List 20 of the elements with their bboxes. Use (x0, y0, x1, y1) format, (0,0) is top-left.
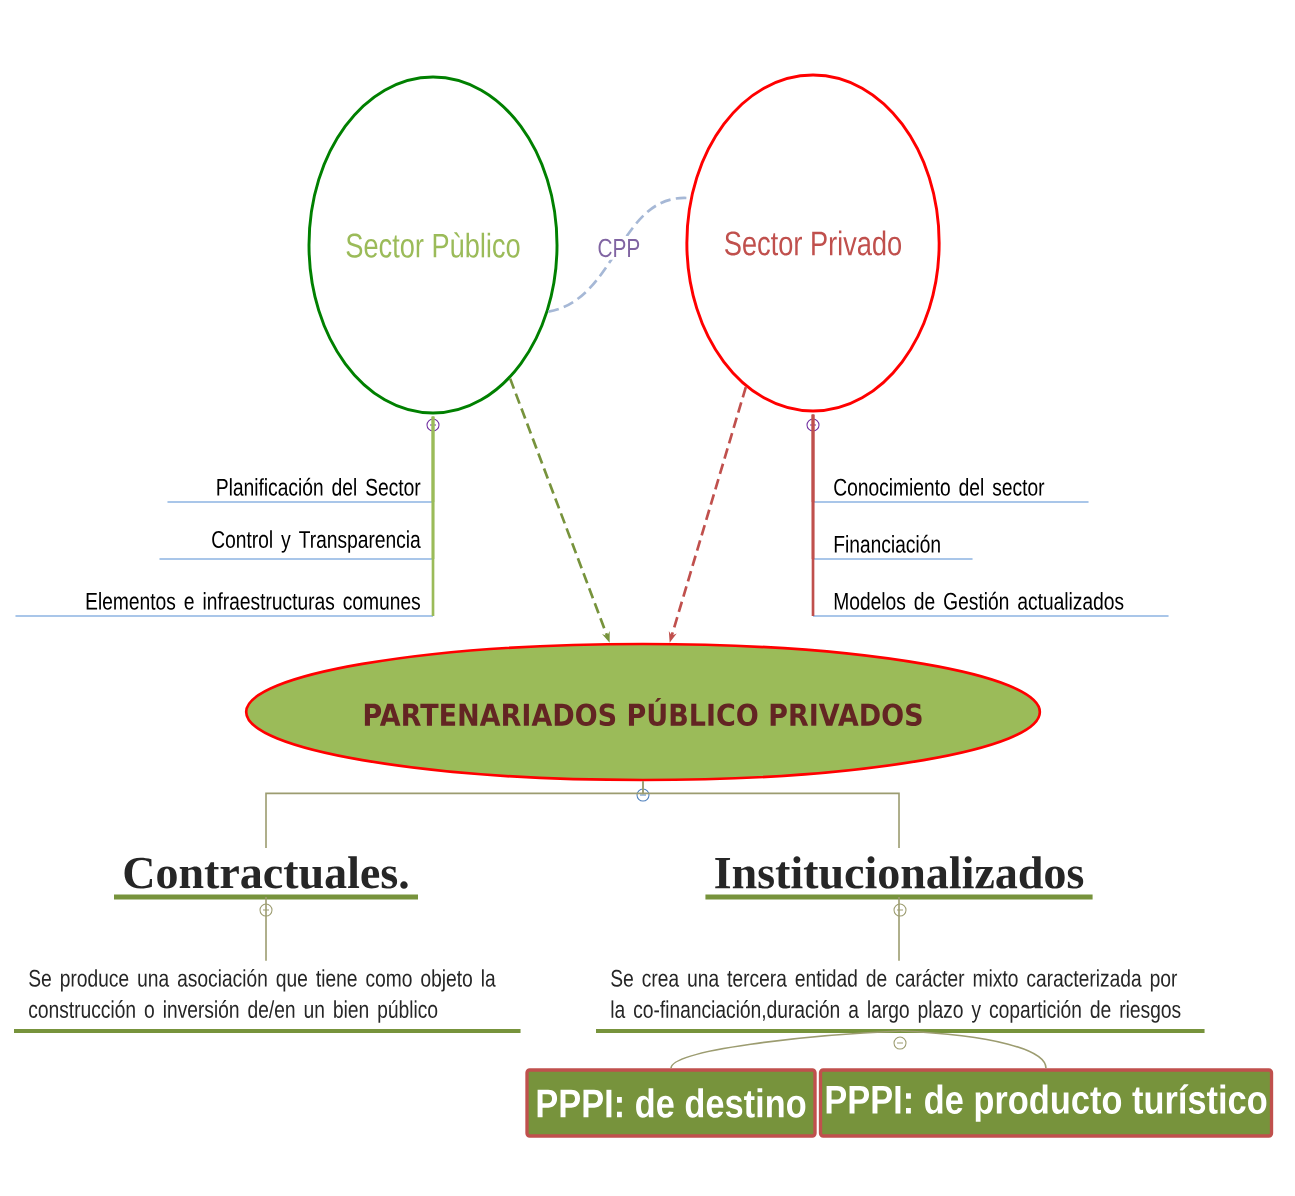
connector (899, 1030, 1047, 1070)
branch-topic: Conocimiento del sector (812, 478, 1090, 503)
type-box: PPPI: de destino (525, 1068, 817, 1138)
connector (670, 1030, 902, 1070)
type-box: PPPI: de producto turístico (818, 1068, 1274, 1138)
heading-topic: Institucionalizados (705, 856, 1093, 900)
connector (431, 416, 435, 616)
description-topic: Se crea una tercera entidad de carácter mixto caracterizada por la co-financiación,duración a largo plazo y copartición de riesgos (596, 968, 1205, 1033)
description-topic: Se produce una asociación que tiene como objeto la construcción o inversión de/en un bien público (14, 968, 521, 1033)
connector (898, 896, 900, 962)
branch-topic: Control y Transparencia (158, 530, 434, 560)
edge-label: CPP (598, 238, 640, 258)
branch-topic: Elementos e infraestructuras comunes (14, 592, 434, 617)
branch-topic: Planificación del Sector (166, 477, 434, 503)
branch-topic: Financiación (812, 534, 974, 560)
branch-topic: Modelos de Gestión actualizados (812, 591, 1170, 617)
heading-topic: Contractuales. (114, 856, 418, 900)
connector (642, 780, 900, 849)
connector (265, 896, 267, 962)
connector (811, 414, 815, 616)
